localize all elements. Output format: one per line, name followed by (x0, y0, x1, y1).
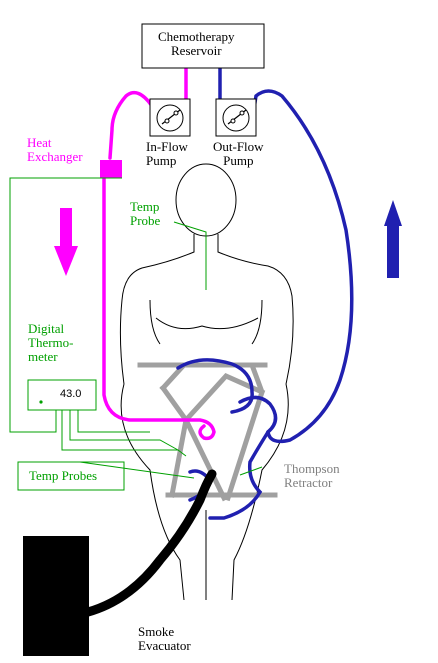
retractor-label: Thompson Retractor (284, 461, 340, 490)
reservoir-box (141, 23, 265, 69)
smoke-evacuator-label: Smoke Evacuator (138, 624, 191, 653)
left-torso (119, 234, 195, 385)
inflow-pump-label: In-Flow Pump (146, 139, 188, 168)
temp-probe-label: Temp Probe (130, 199, 161, 228)
right-torso (217, 234, 294, 385)
outflow-pump-label: Out-Flow Pump (213, 139, 264, 168)
outflow-direction-arrow (384, 200, 402, 278)
smoke-evacuator-hose (83, 469, 217, 617)
heat-exchanger-block (100, 160, 122, 178)
reservoir-label: Chemotherapy Reservoir (158, 29, 235, 58)
digital-thermometer-label: Digital Thermo- meter (28, 321, 74, 364)
left-arm-line (149, 299, 161, 345)
inflow-direction-arrow (54, 208, 78, 276)
right-leg (231, 383, 289, 601)
heat-exchanger-label: Heat Exchanger (27, 135, 83, 164)
thermometer-indicator (39, 400, 43, 404)
temp-probes-label: Temp Probes (29, 468, 98, 483)
thermometer-reading: 43.0 (60, 388, 82, 400)
inflow-pump (149, 98, 191, 137)
outflow-pump (215, 98, 257, 137)
probe-wiring (9, 177, 263, 491)
chest-line (155, 317, 259, 330)
outflow-tubing (176, 53, 354, 520)
body-outline (119, 163, 294, 601)
smoke-evacuator-unit (23, 536, 89, 656)
digital-thermometer-box (27, 379, 97, 411)
right-arm-line (251, 299, 263, 345)
